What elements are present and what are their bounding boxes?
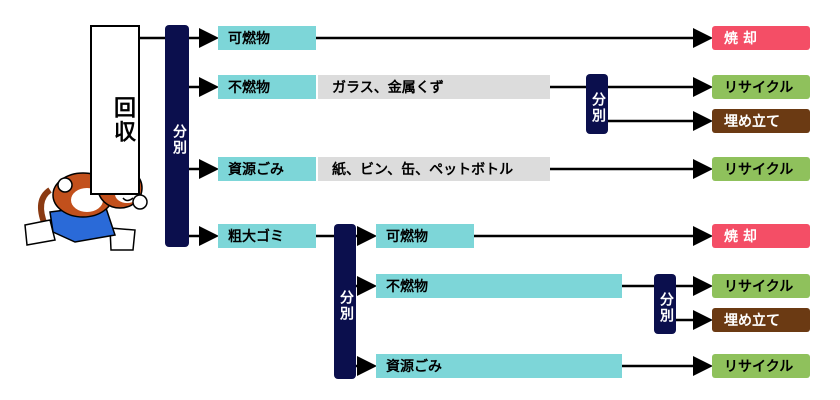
sort-bar-sub-nonburnable-label: 分別 bbox=[658, 292, 674, 324]
sub-category-resource: 資源ごみ bbox=[376, 354, 622, 378]
sub-category-nonburnable: 不燃物 bbox=[376, 274, 622, 298]
outcome-landfill-2: 埋め立て bbox=[712, 308, 810, 332]
outcome-recycle-4: リサイクル bbox=[712, 354, 810, 378]
category-burnable-label: 可燃物 bbox=[228, 31, 270, 47]
sub-category-resource-label: 資源ごみ bbox=[386, 359, 442, 375]
outcome-recycle-1-label: リサイクル bbox=[724, 80, 794, 96]
collection-box: 回収 bbox=[90, 25, 140, 195]
sub-category-burnable-label: 可燃物 bbox=[386, 229, 428, 245]
outcome-recycle-2: リサイクル bbox=[712, 157, 810, 181]
sub-category-nonburnable-label: 不燃物 bbox=[386, 279, 428, 295]
outcome-landfill-1: 埋め立て bbox=[712, 109, 810, 133]
detail-resource-label: 紙、ビン、缶、ペットボトル bbox=[332, 162, 514, 178]
detail-nonburnable: ガラス、金属くず bbox=[318, 75, 550, 99]
outcome-recycle-2-label: リサイクル bbox=[724, 162, 794, 178]
outcome-recycle-3-label: リサイクル bbox=[724, 279, 794, 295]
sort-bar-oversized-label: 分別 bbox=[338, 289, 354, 322]
category-oversized: 粗大ゴミ bbox=[218, 224, 316, 248]
detail-nonburnable-label: ガラス、金属くず bbox=[332, 80, 444, 96]
sort-bar-main-label: 分別 bbox=[171, 124, 187, 156]
category-burnable: 可燃物 bbox=[218, 26, 316, 50]
sort-bar-nonburnable-label: 分別 bbox=[590, 92, 606, 124]
category-resource-label: 資源ごみ bbox=[228, 162, 284, 178]
sort-bar-oversized: 分別 bbox=[334, 224, 356, 379]
category-nonburnable-label: 不燃物 bbox=[228, 80, 270, 96]
outcome-landfill-1-label: 埋め立て bbox=[724, 114, 780, 130]
outcome-landfill-2-label: 埋め立て bbox=[724, 313, 780, 329]
detail-resource: 紙、ビン、缶、ペットボトル bbox=[318, 157, 550, 181]
category-nonburnable: 不燃物 bbox=[218, 75, 316, 99]
category-resource: 資源ごみ bbox=[218, 157, 316, 181]
sort-bar-sub-nonburnable: 分別 bbox=[654, 274, 676, 334]
outcome-incinerate-2-label: 焼 却 bbox=[724, 229, 757, 245]
outcome-incinerate-1: 焼 却 bbox=[712, 26, 810, 50]
collection-label: 回収 bbox=[110, 96, 135, 144]
sort-bar-nonburnable: 分別 bbox=[586, 74, 608, 134]
outcome-recycle-3: リサイクル bbox=[712, 274, 810, 298]
outcome-incinerate-2: 焼 却 bbox=[712, 224, 810, 248]
outcome-recycle-1: リサイクル bbox=[712, 75, 810, 99]
sub-category-burnable: 可燃物 bbox=[376, 224, 474, 248]
outcome-recycle-4-label: リサイクル bbox=[724, 359, 794, 375]
outcome-incinerate-1-label: 焼 却 bbox=[724, 31, 757, 47]
sort-bar-main: 分別 bbox=[165, 25, 189, 247]
category-oversized-label: 粗大ゴミ bbox=[228, 229, 284, 245]
